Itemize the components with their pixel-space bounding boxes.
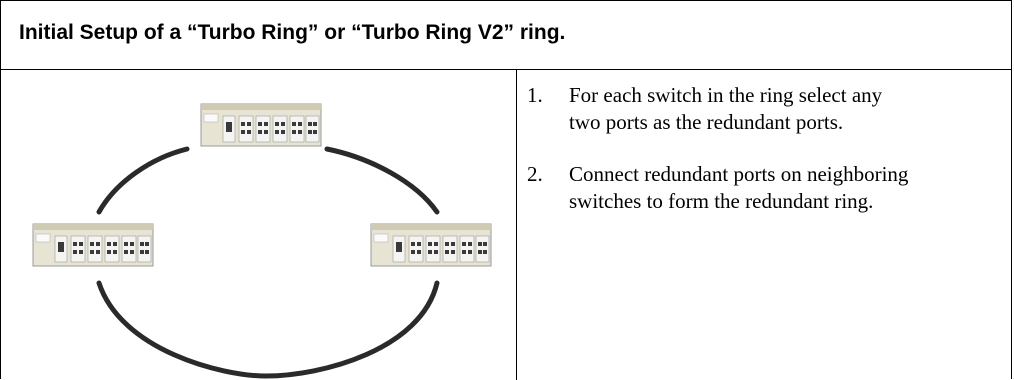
step-text-line: Connect redundant ports on neighboring [569, 162, 909, 186]
step-text-line: For each switch in the ring select any [569, 83, 883, 107]
switch-icon [370, 223, 492, 267]
step-text: Connect redundant ports on neighboring s… [569, 161, 1009, 215]
switch-icon [200, 103, 322, 147]
switch-icon [32, 223, 154, 267]
step-number: 2. [527, 162, 543, 186]
table-title: Initial Setup of a “Turbo Ring” or “Turb… [19, 21, 566, 44]
ring-arc-top-left [96, 146, 190, 215]
table-header-row: Initial Setup of a “Turbo Ring” or “Turb… [1, 1, 1011, 70]
ring-arc-top-right [324, 146, 440, 215]
turbo-ring-diagram [32, 103, 492, 379]
step-text: For each switch in the ring select any t… [569, 82, 1009, 136]
steps-cell: 1. For each switch in the ring select an… [517, 70, 1011, 380]
ring-diagram-cell [1, 70, 516, 380]
step-text-line: switches to form the redundant ring. [569, 189, 874, 213]
step-text-line: two ports as the redundant ports. [569, 110, 844, 134]
step-number: 1. [527, 83, 543, 107]
ring-arc-bottom [96, 280, 440, 379]
column-divider [516, 70, 517, 380]
